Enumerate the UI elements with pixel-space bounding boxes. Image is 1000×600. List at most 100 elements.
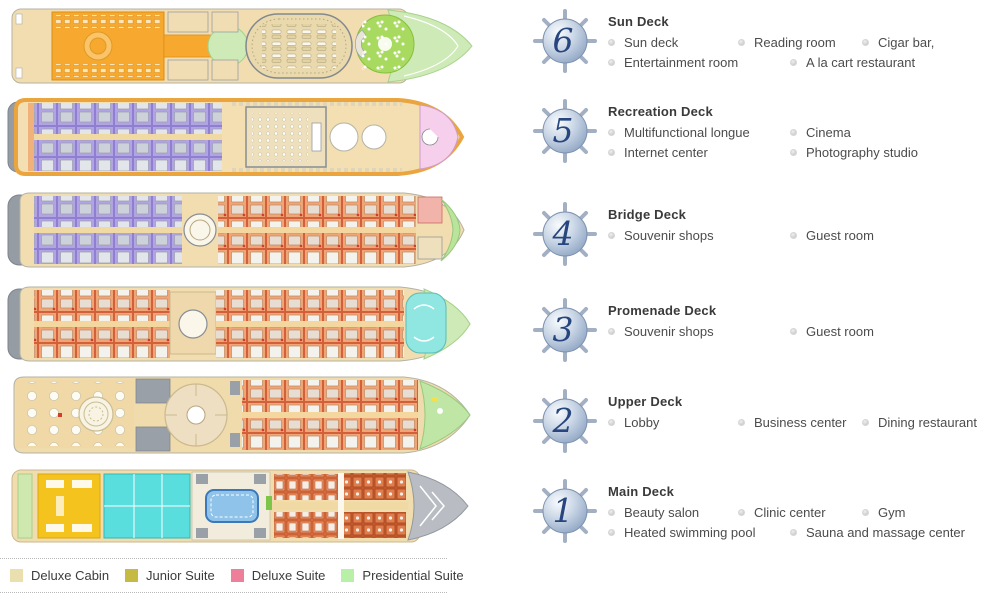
amenity-item: Heated swimming pool (608, 525, 790, 540)
amenity-item: Sun deck (608, 35, 738, 50)
deluxe-cabin-block (34, 103, 222, 171)
legend-swatch-deluxe-suite (230, 569, 244, 582)
amenity-item: Guest room (790, 324, 874, 339)
deck-number: 6 (553, 21, 574, 60)
deck-number: 1 (553, 491, 574, 530)
lobby (164, 383, 228, 447)
deck-3-badge: 3 (532, 297, 598, 363)
helm-badge-icon: 4 (533, 202, 597, 266)
amenity-row: Souvenir shops Guest room (608, 324, 1000, 339)
gym (37, 473, 101, 539)
amenity-item: Entertainment room (608, 55, 790, 70)
amenity-item: Reading room (738, 35, 862, 50)
deck-info-main-deck: 1 Main Deck Beauty salon Clinic center G… (530, 479, 1000, 545)
deck-3-floor-plan (7, 286, 471, 362)
amenity-row: Sun deck Reading room Cigar bar, (608, 35, 1000, 50)
stern-green-area (17, 473, 33, 539)
legend-swatch-junior-suite (125, 569, 139, 582)
deck-number: 2 (552, 401, 574, 440)
bullet-icon (608, 59, 615, 66)
deck-info-upper-deck: 2 Upper Deck Lobby Business center Dinin… (530, 389, 1000, 453)
deck-1-badge: 1 (532, 478, 598, 544)
deck-title: Sun Deck (608, 14, 669, 29)
amenity-item: Lobby (608, 415, 738, 430)
guest-room-block (218, 196, 416, 264)
amenity-item: Guest room (790, 228, 874, 243)
deck-2-badge: 2 (532, 388, 598, 454)
dining-restaurant (16, 380, 134, 448)
bullet-icon (790, 232, 797, 239)
amenity-item: Cigar bar, (862, 35, 934, 50)
pool-area (191, 471, 271, 541)
entertainment-room (51, 11, 165, 81)
legend-item-junior-suite: Junior Suite (125, 568, 215, 583)
deluxe-cabin-block (34, 196, 182, 264)
guest-room-block-aft (34, 290, 170, 358)
legend-label: Deluxe Suite (251, 568, 326, 583)
amenity-item: Souvenir shops (608, 228, 790, 243)
legend-item-deluxe-suite: Deluxe Suite (230, 568, 326, 583)
atrium (169, 291, 217, 355)
amenity-row: Souvenir shops Guest room (608, 228, 1000, 243)
amenity-item: A la cart restaurant (790, 55, 915, 70)
helm-badge-icon: 5 (533, 99, 597, 163)
guest-room-block-fwd (216, 290, 404, 358)
bullet-icon (738, 509, 745, 516)
bullet-icon (862, 509, 869, 516)
legend-swatch-presidential-suite (341, 569, 355, 582)
bullet-icon (862, 419, 869, 426)
bow-lounge (405, 288, 471, 360)
sun-deck-circle (354, 14, 415, 74)
bullet-icon (608, 509, 615, 516)
deck-5-floor-plan (7, 98, 465, 176)
amenity-row: Lobby Business center Dining restaurant (608, 415, 1000, 430)
photography-studio (419, 104, 459, 170)
deck-number: 4 (552, 214, 574, 253)
bullet-icon (608, 419, 615, 426)
bow-crew-area (407, 471, 469, 541)
helm-badge-icon: 6 (533, 9, 597, 73)
amenity-item: Cinema (790, 125, 851, 140)
deck-4-floor-plan (7, 192, 465, 268)
amenity-row: Entertainment room A la cart restaurant (608, 55, 1000, 70)
cabin-legend: Deluxe Cabin Junior Suite Deluxe Suite P… (0, 558, 464, 593)
legend-label: Presidential Suite (362, 568, 464, 583)
atrium (183, 213, 217, 247)
amenity-item: Photography studio (790, 145, 918, 160)
amenity-item: Dining restaurant (862, 415, 977, 430)
helm-badge-icon: 2 (533, 389, 597, 453)
bullet-icon (608, 232, 615, 239)
amenity-row: Internet center Photography studio (608, 145, 1000, 160)
bullet-icon (608, 328, 615, 335)
bullet-icon (790, 129, 797, 136)
amenity-item: Clinic center (738, 505, 862, 520)
cinema (245, 106, 327, 168)
amenity-item: Beauty salon (608, 505, 738, 520)
crew-cabin-block (266, 473, 408, 539)
legend-label: Junior Suite (146, 568, 215, 583)
bullet-icon (790, 149, 797, 156)
heated-swimming-pool (205, 489, 259, 523)
legend-swatch-deluxe-cabin (10, 569, 23, 582)
deck-6-badge: 6 (532, 8, 598, 74)
amenity-item: Gym (862, 505, 905, 520)
deck-1-floor-plan (11, 469, 469, 543)
deck-title: Recreation Deck (608, 104, 713, 119)
bullet-icon (738, 39, 745, 46)
bow-deck (419, 380, 471, 450)
amenity-item: Business center (738, 415, 862, 430)
deck-6-floor-plan (11, 8, 473, 84)
deck-info-bridge-deck: 4 Bridge Deck Souvenir shops Guest room (530, 202, 1000, 266)
amenity-row: Beauty salon Clinic center Gym (608, 505, 1000, 520)
bullet-icon (790, 59, 797, 66)
bullet-icon (790, 328, 797, 335)
bullet-icon (608, 129, 615, 136)
deck-2-floor-plan (13, 376, 471, 454)
helm-badge-icon: 1 (533, 479, 597, 543)
helm-badge-icon: 3 (533, 298, 597, 362)
deck-number: 5 (553, 111, 574, 150)
deck-info-promenade-deck: 3 Promenade Deck Souvenir shops Guest ro… (530, 298, 1000, 362)
deck-title: Upper Deck (608, 394, 683, 409)
legend-label: Deluxe Cabin (31, 568, 110, 583)
